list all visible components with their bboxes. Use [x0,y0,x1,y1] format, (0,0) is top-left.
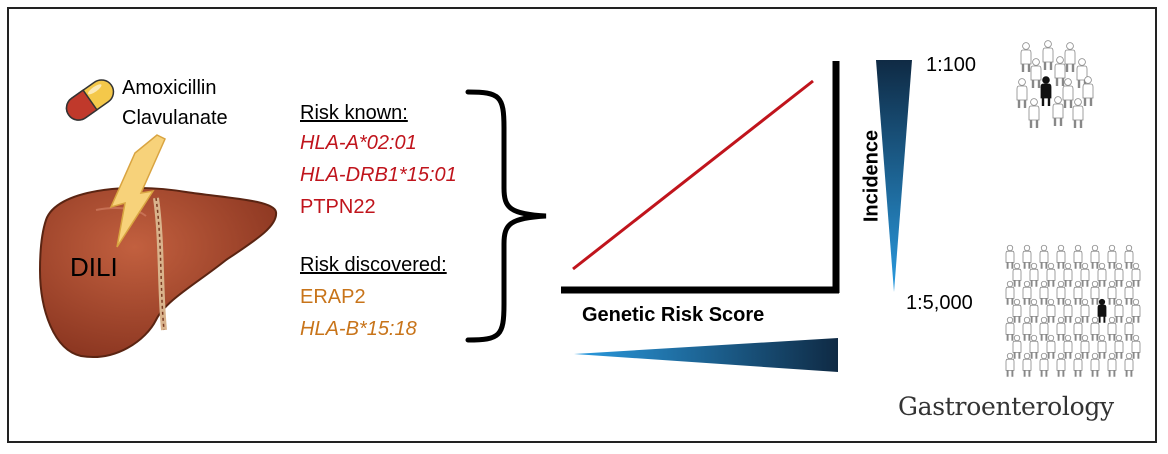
person-figure [1039,244,1049,269]
person-figure [1090,316,1100,341]
person-figure [1090,352,1100,377]
person-figure [1082,76,1094,106]
person-highlighted [1097,298,1107,323]
person-highlighted [1040,76,1052,106]
person-figure [1042,40,1054,70]
person-figure [1063,262,1073,287]
person-figure [1046,298,1056,323]
person-figure [1124,352,1134,377]
person-figure [1107,244,1117,269]
small-crowd-icon [1016,40,1094,128]
person-figure [1076,58,1088,88]
risk-known-heading: Risk known: [300,102,408,124]
person-figure [1028,98,1040,128]
x-axis-label: Genetic Risk Score [582,304,765,326]
person-figure [1131,298,1141,323]
person-figure [1124,280,1134,305]
person-figure [1080,262,1090,287]
person-figure [1073,280,1083,305]
person-figure [1039,352,1049,377]
gene-ptpn22: PTPN22 [300,196,376,218]
person-figure [1029,262,1039,287]
person-figure [1097,334,1107,359]
person-figure [1056,244,1066,269]
person-figure [1062,78,1074,108]
person-figure [1029,334,1039,359]
person-figure [1080,334,1090,359]
person-figure [1107,352,1117,377]
drug-name-line1: Amoxicillin [122,77,217,99]
person-figure [1012,298,1022,323]
person-figure [1063,334,1073,359]
person-figure [1046,334,1056,359]
person-figure [1063,298,1073,323]
person-figure [1052,96,1064,126]
person-figure [1012,262,1022,287]
risk-gradient-wedge [574,338,838,372]
person-figure [1056,280,1066,305]
liver-icon [38,186,278,358]
person-figure [1046,262,1056,287]
risk-discovered-heading: Risk discovered: [300,254,447,276]
person-figure [1080,298,1090,323]
person-figure [1124,316,1134,341]
gene-erap2: ERAP2 [300,286,366,308]
person-figure [1005,316,1015,341]
gene-hla-drb1: HLA-DRB1*15:01 [300,164,457,186]
curly-brace [465,89,547,343]
person-figure [1022,244,1032,269]
gene-hla-a: HLA-A*02:01 [300,132,417,154]
drug-name-line2: Clavulanate [122,107,228,129]
person-figure [1073,244,1083,269]
large-crowd-icon [1005,244,1141,377]
person-figure [1090,280,1100,305]
person-figure [1029,298,1039,323]
person-figure [1056,316,1066,341]
incidence-high-ratio: 1:100 [926,54,977,76]
journal-logo: Gastroenterology [898,392,1114,421]
person-figure [1131,334,1141,359]
person-figure [1107,316,1117,341]
gene-hla-b: HLA-B*15:18 [300,318,417,340]
person-figure [1056,352,1066,377]
person-figure [1030,58,1042,88]
person-figure [1005,244,1015,269]
incidence-low-ratio: 1:5,000 [906,292,973,314]
person-figure [1073,352,1083,377]
trend-line [572,79,814,271]
person-figure [1039,316,1049,341]
person-figure [1090,244,1100,269]
person-figure [1020,42,1032,72]
person-figure [1097,262,1107,287]
person-figure [1114,298,1124,323]
liver-label: DILI [70,252,118,282]
person-figure [1072,98,1084,128]
person-figure [1022,280,1032,305]
lightning-bolt-icon [109,134,166,248]
person-figure [1012,334,1022,359]
person-figure [1054,56,1066,86]
person-figure [1005,352,1015,377]
person-figure [1131,262,1141,287]
person-figure [1073,316,1083,341]
person-figure [1022,352,1032,377]
person-figure [1005,280,1015,305]
person-figure [1022,316,1032,341]
person-figure [1114,334,1124,359]
capsule-icon [65,79,115,121]
person-figure [1114,262,1124,287]
person-figure [1064,42,1076,72]
person-figure [1039,280,1049,305]
incidence-gradient-wedge [876,60,912,292]
risk-plot [561,61,840,294]
person-figure [1107,280,1117,305]
person-figure [1016,78,1028,108]
person-figure [1124,244,1134,269]
